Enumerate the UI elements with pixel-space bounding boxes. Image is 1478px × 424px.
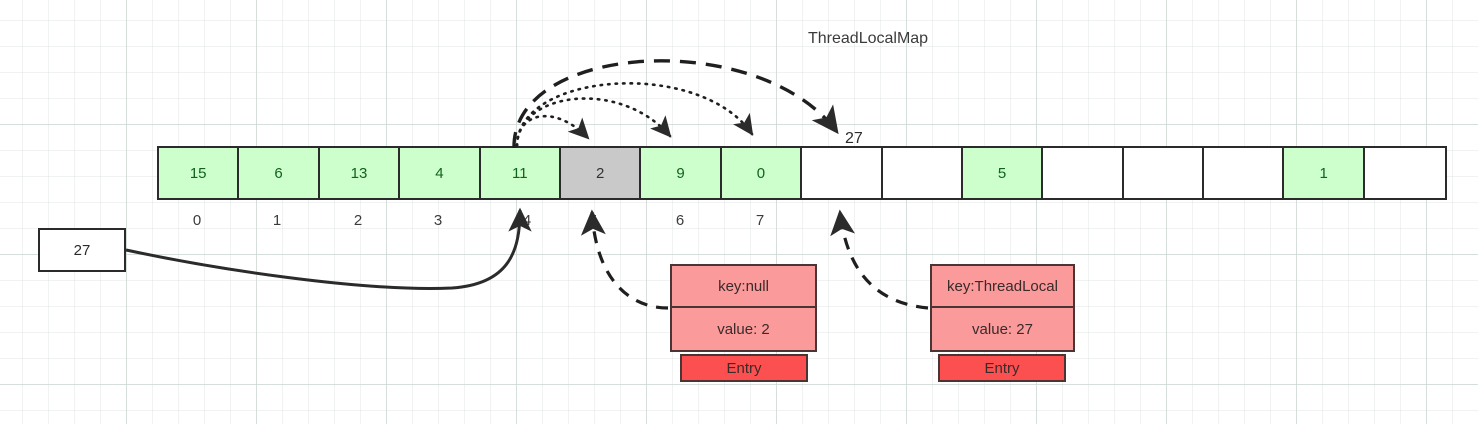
table-cell-4[interactable]: 11	[480, 148, 561, 198]
entry-value-label: value: 2	[717, 320, 770, 338]
entry-footer-label: Entry	[938, 354, 1066, 382]
index-label-2: 2	[353, 212, 363, 229]
entry-key-label: key:null	[672, 266, 815, 308]
table-cell-2[interactable]: 13	[319, 148, 401, 198]
table-cell-14[interactable]: 1	[1284, 148, 1365, 198]
entry-key-label: key:ThreadLocal	[932, 266, 1073, 308]
entry-value-label: value: 27	[972, 320, 1033, 338]
table-cell-6[interactable]: 9	[641, 148, 722, 198]
slot-8-insert-label: 27	[845, 130, 863, 147]
index-label-7: 7	[755, 212, 765, 229]
table-cell-11[interactable]	[1043, 148, 1124, 198]
entry-key-value-box: key:null value: 2	[670, 264, 817, 352]
table-cell-3[interactable]: 4	[400, 148, 481, 198]
table-cell-1[interactable]: 6	[239, 148, 320, 198]
index-label-5: 5	[588, 212, 598, 229]
index-label-0: 0	[192, 212, 202, 229]
index-label-4: 4	[522, 212, 532, 229]
index-label-1: 1	[272, 212, 282, 229]
threadlocalmap-title: ThreadLocalMap	[808, 30, 929, 47]
table-cell-8[interactable]	[802, 148, 883, 198]
entry-node-new[interactable]: key:ThreadLocal value: 27 Entry	[930, 264, 1075, 382]
table-cell-12[interactable]	[1123, 148, 1205, 198]
entry-node-stale[interactable]: key:null value: 2 Entry	[670, 264, 817, 382]
entry-key-value-box: key:ThreadLocal value: 27	[930, 264, 1075, 352]
table-cell-9[interactable]	[882, 148, 963, 198]
table-cell-7[interactable]: 0	[721, 148, 803, 198]
entry-footer-label: Entry	[680, 354, 808, 382]
threadlocalmap-table: 15 6 13 4 11 2 9 0 5 1	[157, 146, 1448, 200]
index-label-6: 6	[675, 212, 685, 229]
table-cell-10[interactable]: 5	[962, 148, 1044, 198]
table-cell-13[interactable]	[1204, 148, 1285, 198]
table-cell-5[interactable]: 2	[560, 148, 642, 198]
table-cell-15[interactable]	[1364, 148, 1446, 198]
threadlocal-value-box[interactable]: 27	[38, 228, 126, 272]
index-label-3: 3	[433, 212, 443, 229]
table-cell-0[interactable]: 15	[159, 148, 240, 198]
